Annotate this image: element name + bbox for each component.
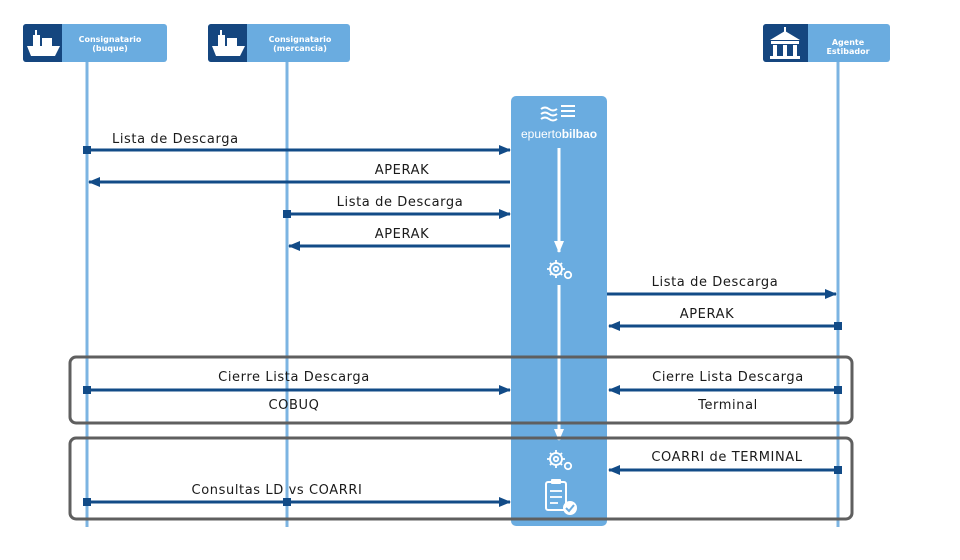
actor-label-line1: Consignatario: [269, 35, 332, 44]
ship-icon: [23, 24, 62, 62]
actor-agente-estibador: Agente Estibador: [763, 24, 890, 62]
message-5: Lista de Descarga: [607, 275, 837, 299]
group-box-coarri: [68, 436, 854, 521]
actor-label-line1: Agente: [832, 38, 865, 47]
message-sublabel: Terminal: [697, 398, 758, 413]
message-3: Lista de Descarga: [283, 195, 511, 219]
actor-label-line2: (mercancia): [273, 44, 327, 53]
hub-label: epuertobilbao: [521, 127, 597, 141]
building-icon: [763, 24, 808, 62]
message-label: Consultas LD vs COARRI: [192, 483, 363, 498]
message-9: COARRI de TERMINAL: [608, 450, 842, 475]
actor-consignatario-mercancia: Consignatario (mercancia): [208, 24, 350, 62]
message-sublabel: COBUQ: [269, 398, 320, 413]
message-label: Lista de Descarga: [652, 275, 779, 290]
message-label: Lista de Descarga: [112, 132, 239, 147]
group-box-cierre: [68, 355, 854, 425]
ship-icon: [208, 24, 247, 62]
message-label: COARRI de TERMINAL: [651, 450, 802, 465]
message-8: Cierre Lista Descarga Terminal: [608, 370, 842, 413]
gears-icon: [547, 260, 573, 280]
message-label: Lista de Descarga: [337, 195, 464, 210]
actor-label-line2: (buque): [92, 44, 128, 53]
message-10: Consultas LD vs COARRI: [83, 483, 511, 507]
message-label: APERAK: [375, 163, 429, 178]
message-1: Lista de Descarga: [83, 132, 511, 155]
actor-consignatario-buque: Consignatario (buque): [23, 24, 167, 62]
gears-icon: [547, 450, 573, 471]
actor-label-line1: Consignatario: [79, 35, 142, 44]
hub-epuertobilbao: epuertobilbao: [511, 96, 607, 526]
message-7: Cierre Lista Descarga COBUQ: [83, 370, 511, 413]
message-label: Cierre Lista Descarga: [652, 370, 804, 385]
message-label: APERAK: [680, 307, 734, 322]
actor-label-line2: Estibador: [826, 47, 869, 56]
message-2: APERAK: [88, 163, 510, 187]
clipboard-check-icon: [545, 479, 577, 515]
message-6: APERAK: [608, 307, 842, 331]
message-4: APERAK: [288, 227, 510, 251]
waves-logo-icon: [540, 105, 575, 122]
message-label: APERAK: [375, 227, 429, 242]
message-label: Cierre Lista Descarga: [218, 370, 370, 385]
